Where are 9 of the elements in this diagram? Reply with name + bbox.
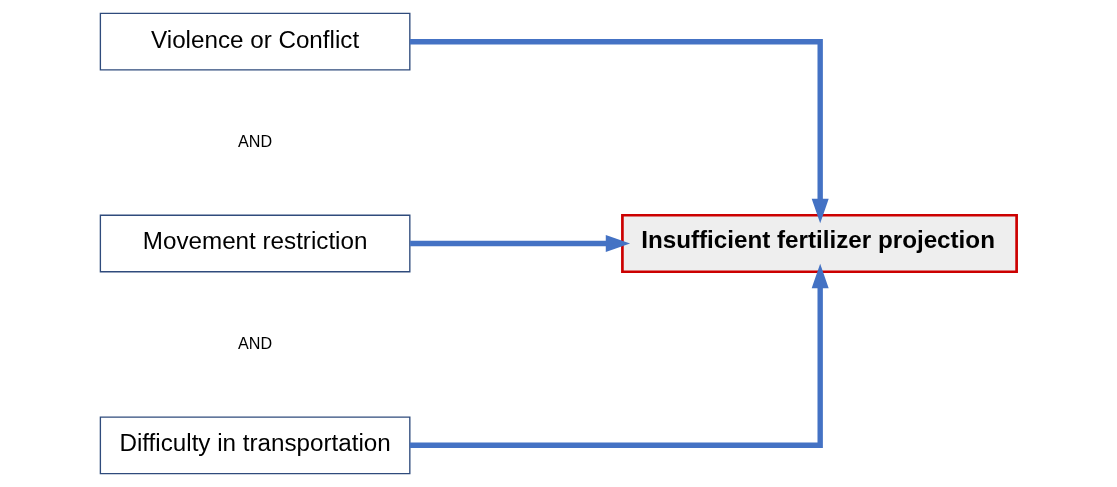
label: AND xyxy=(238,131,273,150)
arrow xyxy=(410,235,631,252)
node-box: Difficulty in transportation xyxy=(99,416,411,475)
arrow xyxy=(409,263,829,448)
node-box: Insufficient fertilizer projection xyxy=(621,213,1018,274)
node-box: Movement restriction xyxy=(99,214,411,273)
node-box: Violence or Conflict xyxy=(99,12,411,71)
label: AND xyxy=(238,333,273,352)
arrow xyxy=(409,39,829,224)
